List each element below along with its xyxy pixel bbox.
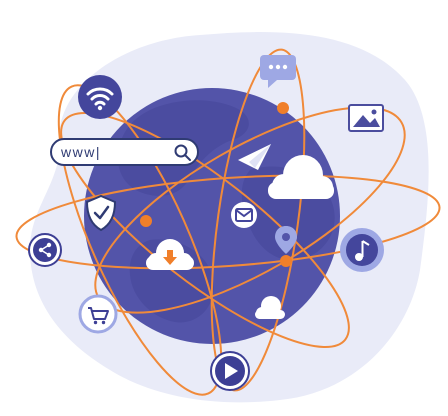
cloud-icon [255, 296, 285, 319]
image-icon [348, 104, 384, 132]
chat-bubble-icon [260, 55, 296, 88]
share-icon [28, 233, 62, 267]
shield-check-icon [85, 194, 117, 232]
play-icon [210, 351, 250, 391]
search-icon[interactable] [174, 144, 191, 161]
orbit-node [140, 215, 152, 227]
orbit-line [57, 84, 223, 396]
orbit-node [277, 102, 289, 114]
paper-plane-icon [238, 144, 271, 170]
search-input-text[interactable]: www| [61, 144, 101, 160]
orbit-line [60, 112, 350, 348]
orbit-nodes [140, 102, 292, 267]
cloud-download-icon [146, 239, 194, 270]
shopping-cart-icon [78, 294, 118, 334]
cloud-icon [268, 155, 334, 199]
music-note-icon [340, 228, 384, 272]
search-bar[interactable] [50, 138, 199, 166]
location-pin-icon [275, 226, 297, 254]
orbit-node [280, 255, 292, 267]
mail-icon [231, 202, 257, 228]
wifi-icon [78, 75, 122, 119]
